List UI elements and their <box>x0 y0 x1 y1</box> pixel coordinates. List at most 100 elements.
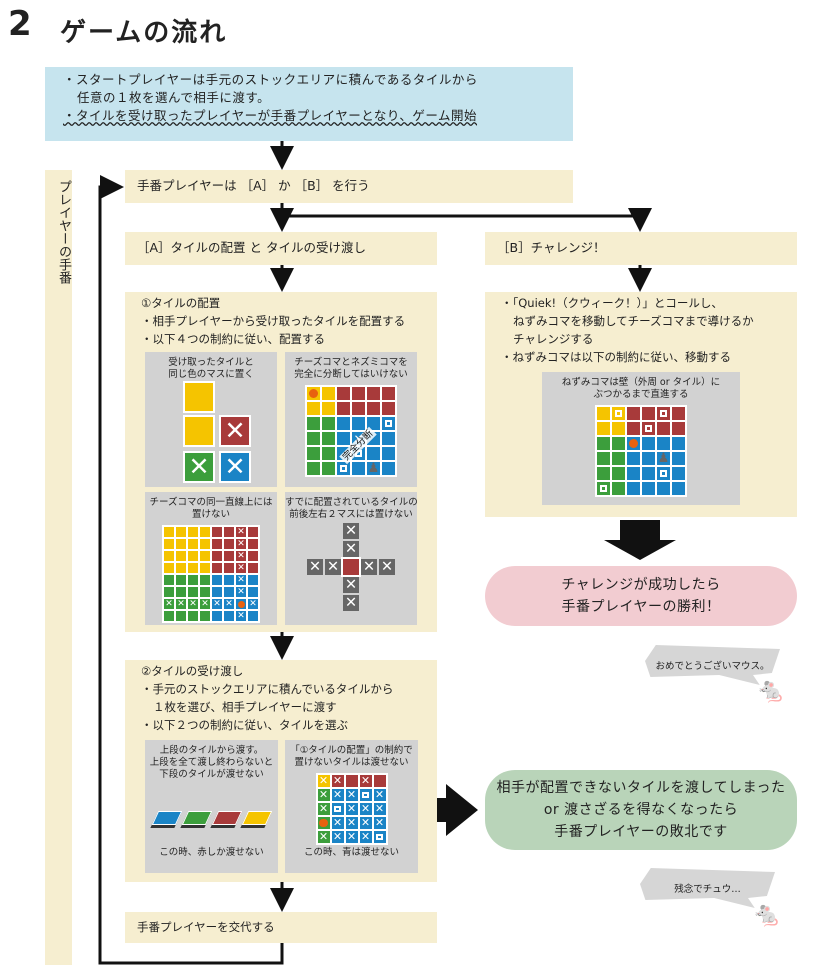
forbidden-cell <box>331 775 344 787</box>
board-cell <box>367 387 380 400</box>
board-cell <box>382 432 395 445</box>
forbidden-cell <box>317 831 330 843</box>
forbidden-cell <box>345 831 358 843</box>
intro-box: ・スタートプレイヤーは手元のストックエリアに積んであるタイルから 任意の１枚を選… <box>45 67 573 141</box>
mouse-piece <box>367 462 380 475</box>
forbidden-cell <box>331 817 344 829</box>
board-cell <box>612 467 625 480</box>
board-cell <box>200 563 210 573</box>
board-cell <box>307 432 320 445</box>
rule-panel-same-color: 受け取ったタイルと 同じ色のマスに置く <box>145 352 277 487</box>
board-cell <box>612 437 625 450</box>
board-cell <box>612 452 625 465</box>
tile-stack <box>181 811 212 825</box>
board-cell <box>642 452 655 465</box>
tile-stack <box>151 811 182 825</box>
forbidden-cell <box>373 803 386 815</box>
cheese-line-grid <box>145 525 277 623</box>
board-cell <box>642 467 655 480</box>
board-cell <box>200 551 210 561</box>
forbidden-cell <box>345 803 358 815</box>
placed-tile <box>337 462 350 475</box>
forbidden-cell <box>248 599 258 609</box>
placed-tile <box>597 482 610 495</box>
board-cell <box>200 575 210 585</box>
board-cell <box>322 402 335 415</box>
board-cell <box>657 422 670 435</box>
board-cell <box>188 551 198 561</box>
section-title: ゲームの流れ <box>60 18 228 48</box>
board-cell <box>164 551 174 561</box>
board-cell <box>352 462 365 475</box>
board-cell <box>382 462 395 475</box>
placement-line: ・相手プレイヤーから受け取ったタイルを配置する <box>141 314 406 328</box>
forbidden-cell <box>188 599 198 609</box>
board-cell <box>657 482 670 495</box>
board-cell <box>248 563 258 573</box>
board-cell <box>322 462 335 475</box>
board-cell <box>200 587 210 597</box>
board-cell <box>597 422 610 435</box>
board-cell <box>597 407 610 420</box>
board-cell <box>367 417 380 430</box>
board-cell <box>176 587 186 597</box>
board-cell <box>200 611 210 621</box>
forbidden-cell <box>236 527 246 537</box>
lose-line: 相手が配置できないタイルを渡してしまった <box>496 780 786 796</box>
cheese-piece <box>236 599 246 609</box>
board-cell <box>307 462 320 475</box>
forbidden-cell <box>373 817 386 829</box>
board-cell <box>367 402 380 415</box>
intro-line: ・タイルを受け取ったプレイヤーが手番プレイヤーとなり、ゲーム開始 <box>63 108 478 123</box>
rule-text: 上段のタイルから渡す。 上段を全て渡し終わらないと 下段のタイルが渡せない <box>149 745 274 780</box>
board-cell <box>337 387 350 400</box>
forbidden-cell <box>200 599 210 609</box>
board-cell <box>176 563 186 573</box>
board-cell <box>248 611 258 621</box>
intro-line: ・スタートプレイヤーは手元のストックエリアに積んであるタイルから <box>63 72 478 87</box>
board-cell <box>597 467 610 480</box>
win-line: 手番プレイヤーの勝利！ <box>561 599 721 615</box>
tile-stacks <box>145 801 278 831</box>
forbidden-cell <box>236 563 246 573</box>
board-cell <box>672 422 685 435</box>
board-cell <box>200 539 210 549</box>
board-cell <box>307 417 320 430</box>
mouse-move-grid <box>542 405 740 497</box>
board-cell <box>322 417 335 430</box>
forbidden-cell <box>219 451 251 483</box>
board-cell <box>200 527 210 537</box>
forbidden-cell <box>164 599 174 609</box>
forbidden-cell <box>343 523 359 539</box>
forbidden-cell <box>379 559 395 575</box>
rule-text: ねずみコマは壁（外周 or タイル）に ぶつかるまで直進する <box>561 377 721 400</box>
board-cell <box>248 539 258 549</box>
board-cell <box>183 381 215 413</box>
board-cell <box>224 539 234 549</box>
placed-tile <box>642 422 655 435</box>
placed-tile <box>382 417 395 430</box>
rule-panel-stack-order: 上段のタイルから渡す。 上段を全て渡し終わらないと 下段のタイルが渡せない この… <box>145 740 278 873</box>
mouse-move-panel: ねずみコマは壁（外周 or タイル）に ぶつかるまで直進する <box>542 372 740 505</box>
board-cell <box>382 447 395 460</box>
board-cell <box>322 432 335 445</box>
board-cell <box>657 437 670 450</box>
board-cell <box>672 452 685 465</box>
board-cell <box>224 563 234 573</box>
board-cell <box>367 447 380 460</box>
right-arrow-icon <box>418 784 478 836</box>
forbidden-cell <box>343 595 359 611</box>
challenge-line: ・「Quiek!（クウィーク！）」とコールし、 <box>501 296 723 310</box>
board-cell <box>307 402 320 415</box>
board-cell <box>188 539 198 549</box>
forbidden-cell <box>345 789 358 801</box>
board-cell <box>248 527 258 537</box>
forbidden-cell <box>236 551 246 561</box>
challenge-line: ・ねずみコマは以下の制約に従い、移動する <box>501 350 731 364</box>
forbidden-cell <box>176 599 186 609</box>
forbidden-cell <box>317 775 330 787</box>
forbidden-cell <box>219 415 251 447</box>
handover-line: ・手元のストックエリアに積んでいるタイルから <box>141 682 394 696</box>
board-cell <box>672 467 685 480</box>
forbidden-cell <box>236 587 246 597</box>
